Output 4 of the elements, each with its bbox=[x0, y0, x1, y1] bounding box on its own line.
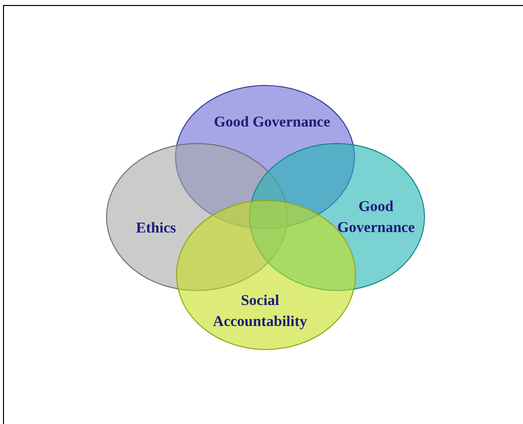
ellipse-label: Social Accountability bbox=[212, 292, 308, 332]
ellipse-label: Ethics bbox=[134, 220, 177, 238]
ellipse-label: Good Governance bbox=[336, 198, 416, 238]
ellipse-label: Good Governance bbox=[212, 114, 332, 132]
